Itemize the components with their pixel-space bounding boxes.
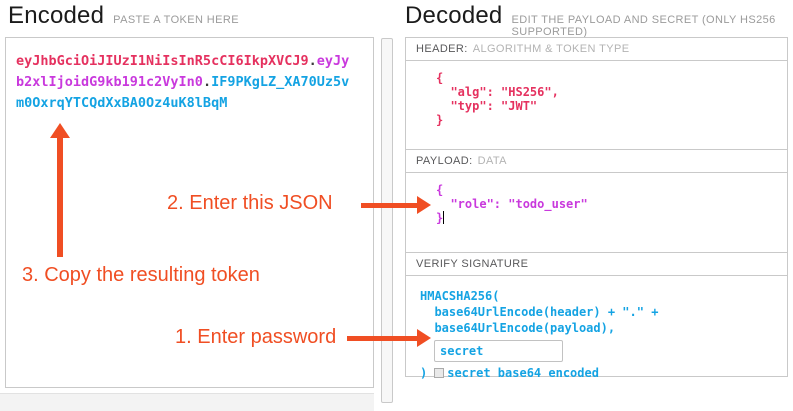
encoded-title-row: Encoded PASTE A TOKEN HERE	[8, 2, 239, 30]
column-divider	[381, 38, 393, 403]
header-sublabel: ALGORITHM & TOKEN TYPE	[472, 43, 630, 55]
encoded-title: Encoded	[8, 2, 105, 29]
token-dot: .	[308, 53, 317, 69]
header-section-label: HEADER: ALGORITHM & TOKEN TYPE	[406, 38, 787, 61]
payload-section-label: PAYLOAD: DATA	[406, 150, 787, 173]
payload-json: { "role": "todo_user" }	[436, 183, 588, 225]
token-header-segment: eyJhbGciOiJIUzI1NiIsInR5cCI6IkpXVCJ9	[16, 53, 309, 69]
encoded-token-textarea[interactable]: eyJhbGciOiJIUzI1NiIsInR5cCI6IkpXVCJ9.eyJ…	[5, 37, 374, 388]
decoded-title: Decoded	[405, 2, 503, 29]
closing-paren: )	[420, 366, 428, 380]
base64-encoded-checkbox[interactable]	[434, 368, 445, 378]
signature-formula: HMACSHA256( base64UrlEncode(header) + ".…	[420, 289, 659, 335]
encoded-subtitle: PASTE A TOKEN HERE	[113, 14, 239, 26]
verify-signature-label: VERIFY SIGNATURE	[416, 258, 529, 270]
header-json-editor[interactable]: { "alg": "HS256", "typ": "JWT" }	[406, 61, 787, 150]
verify-signature-area: HMACSHA256( base64UrlEncode(header) + ".…	[406, 276, 787, 380]
token-payload-segment: eyJyb2xlIjoidG9kb191c2VyIn0	[16, 53, 350, 90]
payload-sublabel: DATA	[477, 155, 507, 167]
secret-input[interactable]	[434, 340, 563, 362]
payload-json-editor[interactable]: { "role": "todo_user" }	[406, 173, 787, 253]
header-json: { "alg": "HS256", "typ": "JWT" }	[436, 71, 559, 127]
encoded-footer-strip	[0, 393, 374, 411]
decoded-panel: HEADER: ALGORITHM & TOKEN TYPE { "alg": …	[405, 37, 788, 380]
token-dot: .	[202, 74, 212, 90]
header-label: HEADER:	[416, 43, 468, 55]
text-cursor	[443, 211, 445, 224]
jwt-token: eyJhbGciOiJIUzI1NiIsInR5cCI6IkpXVCJ9.eyJ…	[16, 51, 356, 114]
decoded-subtitle: EDIT THE PAYLOAD AND SECRET (ONLY HS256 …	[511, 14, 776, 38]
payload-label: PAYLOAD:	[416, 155, 473, 167]
token-signature-segment: IF9PKgLZ_XA70Uz5vm0OxrqYTCQdXxBA0Oz4uK8l…	[16, 74, 350, 111]
signature-section-label: VERIFY SIGNATURE	[406, 253, 787, 276]
base64-encoded-label[interactable]: secret base64 encoded	[447, 366, 599, 380]
decoded-title-row: Decoded EDIT THE PAYLOAD AND SECRET (ONL…	[405, 2, 793, 38]
